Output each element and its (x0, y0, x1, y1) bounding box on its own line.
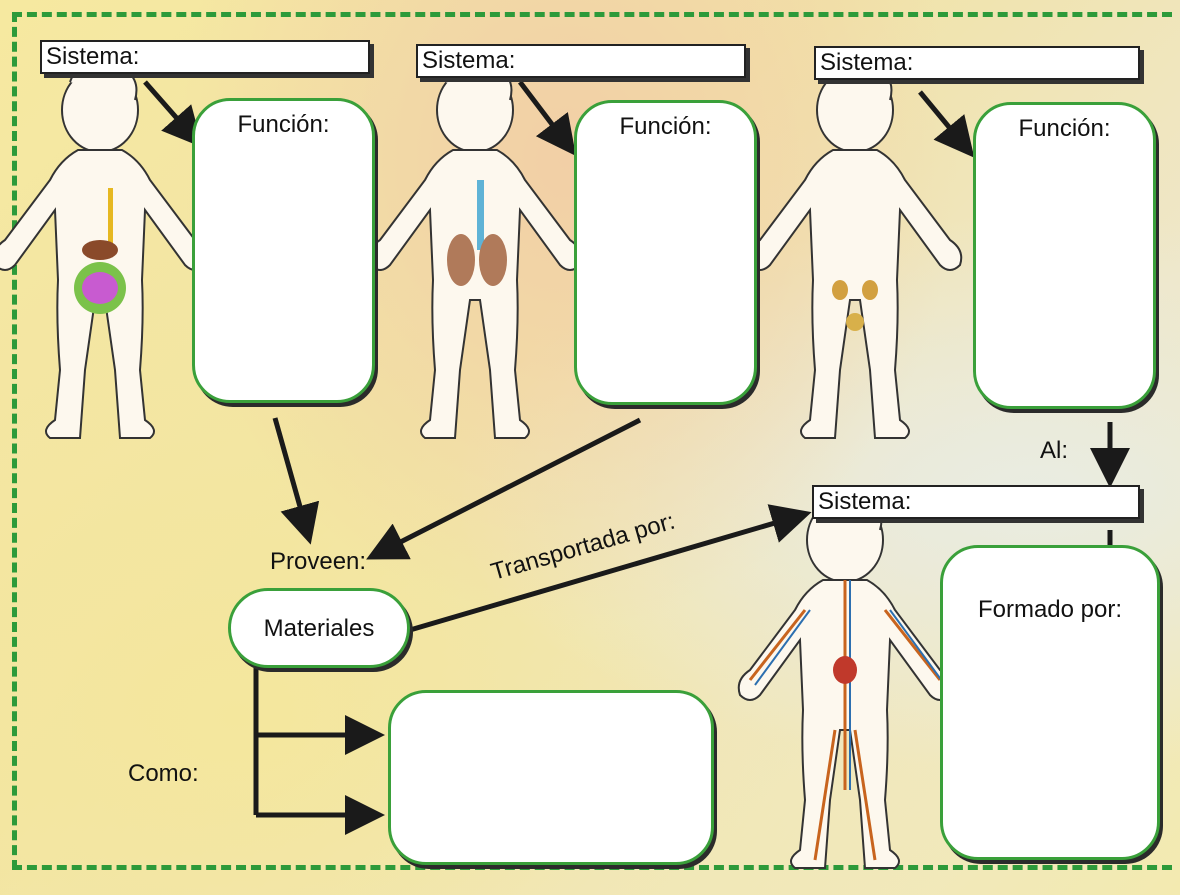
connector-label: Al: (1040, 437, 1068, 465)
function-title: Función: (195, 111, 372, 139)
system-label-circulatory[interactable]: Sistema: (812, 485, 1140, 519)
system-label-text: Sistema: (422, 47, 515, 74)
provide-label: Proveen: (270, 548, 366, 576)
formed-by-title: Formado por: (943, 596, 1157, 624)
system-label-text: Sistema: (818, 488, 911, 515)
system-label-excretory[interactable]: Sistema: (814, 46, 1140, 80)
function-card-excretory[interactable]: Función: (973, 102, 1156, 409)
como-label: Como: (128, 760, 199, 788)
function-card-digestive[interactable]: Función: (192, 98, 375, 403)
system-label-respiratory[interactable]: Sistema: (416, 44, 746, 78)
system-label-text: Sistema: (46, 43, 139, 70)
system-label-text: Sistema: (820, 49, 913, 76)
respiratory-figure (369, 59, 582, 438)
materials-text: Materiales (231, 615, 407, 643)
function-title: Función: (976, 115, 1153, 143)
formed-by-card[interactable]: Formado por: (940, 545, 1160, 860)
materials-box: Materiales (228, 588, 410, 668)
answer-box[interactable] (388, 690, 714, 865)
function-card-respiratory[interactable]: Función: (574, 100, 757, 405)
excretory-figure (749, 59, 962, 438)
function-title: Función: (577, 113, 754, 141)
system-label-digestive[interactable]: Sistema: (40, 40, 370, 74)
circulatory-figure (739, 489, 952, 868)
